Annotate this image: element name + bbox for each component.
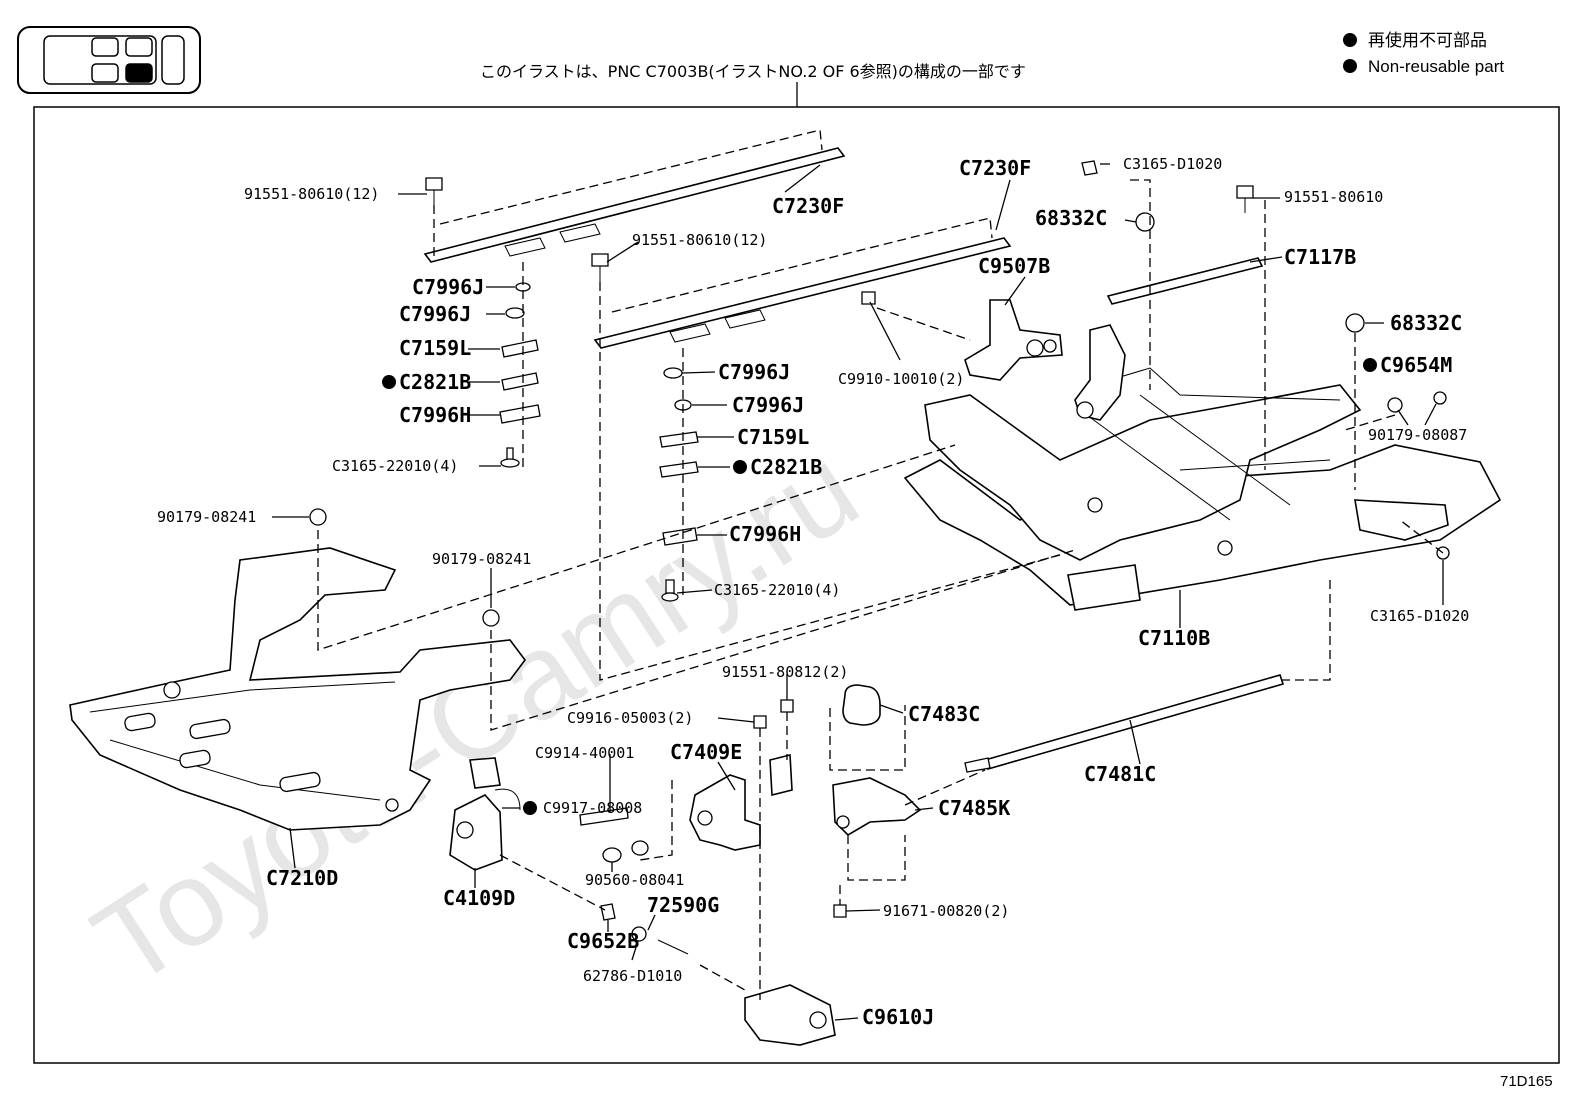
label-c2821b-b: C2821B [750, 455, 822, 479]
label-c9610j: C9610J [862, 1005, 934, 1029]
label-c7996j-a: C7996J [412, 275, 484, 299]
label-c7210d: C7210D [266, 866, 338, 890]
assembly-lines [317, 179, 1444, 1000]
seat-rail-upper-center [593, 217, 1012, 349]
non-reusable-dot-icon [1343, 33, 1357, 47]
label-c2821b-a: C2821B [399, 370, 471, 394]
small-parts-left-stack [499, 282, 541, 468]
label-c7409e: C7409E [670, 740, 742, 764]
motor-c4109d [449, 757, 521, 871]
label-68332c-a: 68332C [1035, 206, 1107, 230]
illustration-note: このイラストは、PNC C7003B(イラストNO.2 OF 6参照)の構成の一… [480, 62, 1026, 81]
bracket-c9507b [964, 299, 1063, 381]
legend: 再使用不可部品 Non-reusable part [1343, 30, 1504, 76]
label-c7996h-b: C7996H [729, 522, 801, 546]
label-90179-08241-b: 90179-08241 [432, 550, 531, 568]
label-90560-08041: 90560-08041 [585, 871, 684, 889]
label-c7159l-a: C7159L [399, 336, 471, 360]
non-reusable-c2821b-left-icon [382, 375, 396, 389]
label-68332c-b: 68332C [1390, 311, 1462, 335]
label-c3165-d1020-b: C3165-D1020 [1370, 607, 1469, 625]
non-reusable-c2821b-center-icon [733, 460, 747, 474]
label-c9917-08008: C9917-08008 [543, 799, 642, 817]
label-c9654m: C9654M [1380, 353, 1452, 377]
label-91551-80812: 91551-80812(2) [722, 663, 848, 681]
label-c7996j-b: C7996J [399, 302, 471, 326]
non-reusable-c9654m-icon [1363, 358, 1377, 372]
label-91671-00820: 91671-00820(2) [883, 902, 1009, 920]
motor-c9610j [744, 984, 836, 1046]
label-72590g: 72590G [647, 893, 719, 917]
label-c9916-05003: C9916-05003(2) [567, 709, 693, 727]
label-c9914-40001: C9914-40001 [535, 744, 634, 762]
label-c7996j-d: C7996J [732, 393, 804, 417]
label-c7117b: C7117B [1284, 245, 1356, 269]
seat-position-icon [17, 26, 201, 94]
seat-track-frame [903, 324, 1502, 611]
label-c7110b: C7110B [1138, 626, 1210, 650]
label-91551-80610-12-a: 91551-80610(12) [244, 185, 379, 203]
label-c7996j-c: C7996J [718, 360, 790, 384]
label-c3165-d1020-a: C3165-D1020 [1123, 155, 1222, 173]
bar-c7117b [1106, 257, 1264, 305]
label-c3165-22010-b: C3165-22010(4) [714, 581, 840, 599]
label-c7996h-a: C7996H [399, 403, 471, 427]
gearbox-c7409e [689, 753, 793, 851]
part-labels: 91551-80610(12) C7230F C7230F C3165-D102… [157, 155, 1469, 1029]
label-c7230f-a: C7230F [772, 194, 844, 218]
non-reusable-dot-icon [1343, 59, 1357, 73]
cushion-pan [69, 547, 526, 831]
label-c7159l-b: C7159L [737, 425, 809, 449]
legend-en: Non-reusable part [1368, 57, 1504, 76]
label-62786-d1010: 62786-D1010 [583, 967, 682, 985]
label-91551-80610: 91551-80610 [1284, 188, 1383, 206]
label-c9652b: C9652B [567, 929, 639, 953]
label-90179-08241-a: 90179-08241 [157, 508, 256, 526]
leader-lines [272, 163, 1444, 1021]
non-reusable-c9917-icon [523, 801, 537, 815]
label-91551-80610-12-b: 91551-80610(12) [632, 231, 767, 249]
figure-code: 71D165 [1500, 1073, 1553, 1090]
diagram-frame [33, 106, 1560, 1064]
label-c7485k: C7485K [938, 796, 1010, 820]
label-90179-08087: 90179-08087 [1368, 426, 1467, 444]
label-c3165-22010-a: C3165-22010(4) [332, 457, 458, 475]
small-parts-center-stack [659, 367, 699, 602]
bolts [309, 160, 1450, 955]
label-c7483c: C7483C [908, 702, 980, 726]
seat-rail-upper-left [423, 129, 846, 263]
label-c7230f-b: C7230F [959, 156, 1031, 180]
label-c4109d: C4109D [443, 886, 515, 910]
screw-shaft-c7481c [964, 674, 1285, 773]
legend-ja: 再使用不可部品 [1368, 30, 1487, 50]
bushing-c7483c [842, 684, 881, 726]
label-c9507b: C9507B [978, 254, 1050, 278]
bracket-c7485k [832, 777, 922, 837]
label-c9910-10010: C9910-10010(2) [838, 370, 964, 388]
label-c7481c: C7481C [1084, 762, 1156, 786]
